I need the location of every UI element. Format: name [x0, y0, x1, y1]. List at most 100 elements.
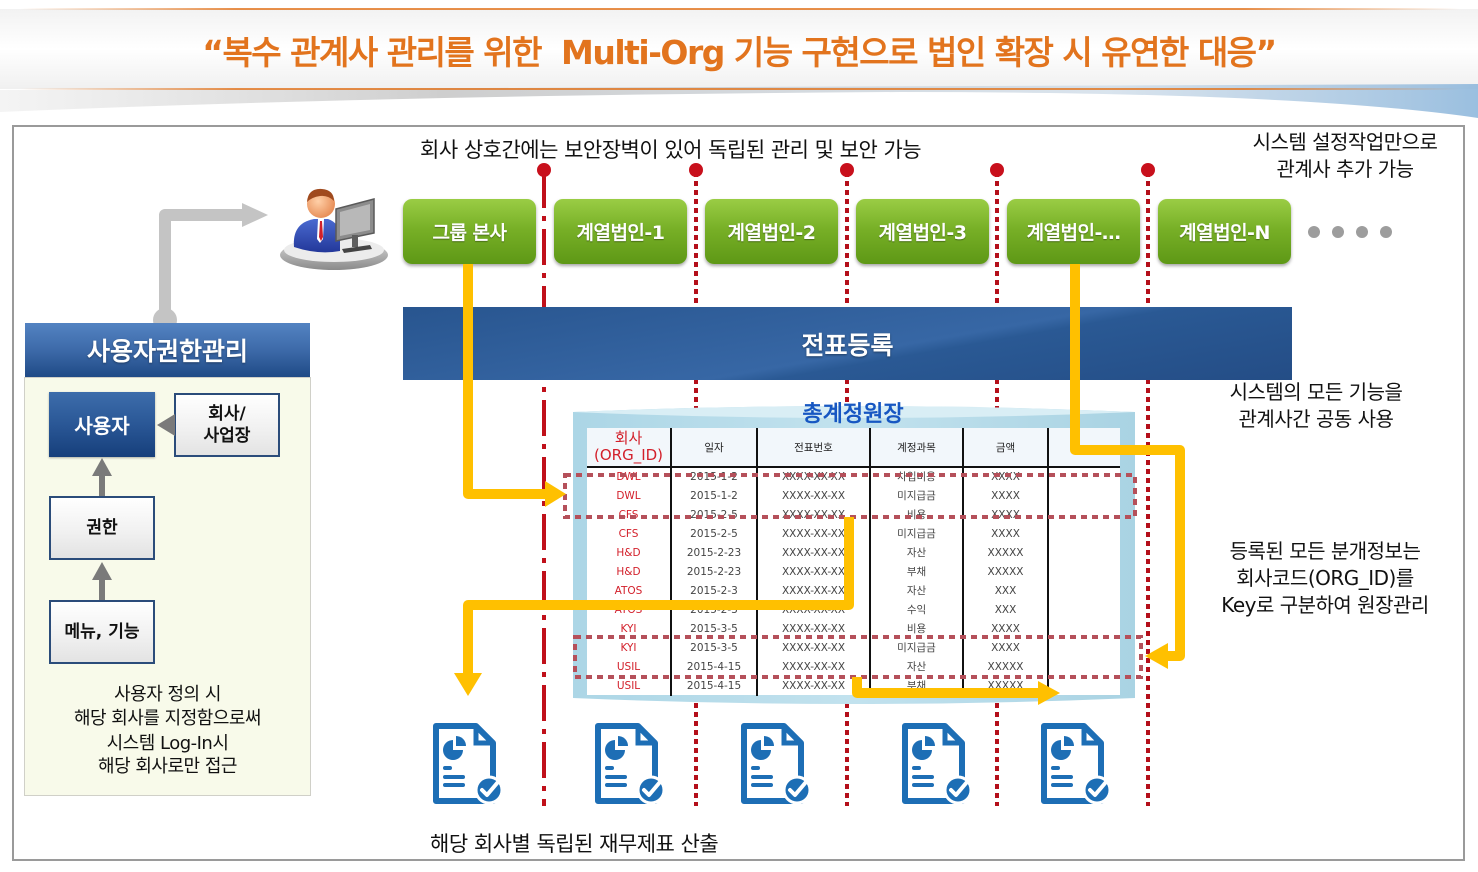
- cell-account: 부채: [870, 563, 964, 582]
- arrow-up-icon: [92, 458, 112, 496]
- security-wall-caption: 회사 상호간에는 보안장벽이 있어 독립된 관리 및 보안 가능: [420, 138, 922, 162]
- cell-empty: [1048, 563, 1120, 582]
- panel-description-line2: 해당 회사를 지정함으로써: [73, 708, 262, 729]
- cell-company: CFS: [587, 506, 672, 525]
- cell-company: KYI: [587, 620, 672, 639]
- cell-amount: XXXXX: [963, 563, 1049, 582]
- arrow-left-icon: [157, 414, 175, 436]
- add-affiliate-caption-line2: 관계사 추가 가능: [1276, 157, 1414, 181]
- cell-company: ATOS: [587, 601, 672, 620]
- company-box-affiliate-1[interactable]: 계열법인-1: [554, 199, 687, 264]
- column-header-account[interactable]: 계정과목: [870, 428, 964, 468]
- shared-functions-caption-line2: 관계사간 공동 사용: [1238, 407, 1394, 431]
- user-at-computer-icon: [280, 188, 388, 270]
- cell-amount: XXX: [963, 582, 1049, 601]
- cell-amount: XXXX: [963, 525, 1049, 544]
- voucher-registration-bar[interactable]: 전표등록: [403, 307, 1292, 380]
- cell-voucher-no: XXXX-XX-XX: [757, 620, 871, 639]
- cell-date: 2015-3-5: [671, 620, 758, 639]
- company-box-affiliate-3[interactable]: 계열법인-3: [856, 199, 989, 264]
- column-header-company[interactable]: 회사 (ORG_ID): [587, 428, 672, 468]
- cell-empty: [1048, 487, 1120, 506]
- company-box-affiliate-etc[interactable]: 계열법인-…: [1007, 199, 1140, 264]
- cell-voucher-no: XXXX-XX-XX: [757, 658, 871, 677]
- panel-description-line3: 시스템 Log-In시: [106, 733, 229, 754]
- cell-company: USIL: [587, 677, 672, 696]
- column-header-date[interactable]: 일자: [671, 428, 758, 468]
- cell-date: 2015-1-2: [671, 487, 758, 506]
- title-banner: [0, 8, 1478, 118]
- general-ledger-title: 총계정원장: [802, 402, 904, 427]
- cell-voucher-no: XXXX-XX-XX: [757, 487, 871, 506]
- cell-company: ATOS: [587, 582, 672, 601]
- cell-amount: XXXX: [963, 620, 1049, 639]
- cell-account: 수익: [870, 601, 964, 620]
- cell-company: CFS: [587, 525, 672, 544]
- cell-voucher-no: XXXX-XX-XX: [757, 563, 871, 582]
- cell-voucher-no: XXXX-XX-XX: [757, 639, 871, 658]
- financial-statement-icon: [739, 722, 815, 806]
- cell-account: 비용: [870, 620, 964, 639]
- org-key-caption: 등록된 모든 분개정보는 회사코드(ORG_ID)를 Key로 구분하여 원장관…: [1195, 538, 1455, 619]
- financial-statements-caption: 해당 회사별 독립된 재무제표 산출: [430, 832, 719, 856]
- financial-statement-icon: [1039, 722, 1115, 806]
- menu-function-box[interactable]: 메뉴, 기능: [49, 600, 155, 664]
- cell-account: 차입비용: [870, 467, 964, 487]
- column-header-amount[interactable]: 금액: [963, 428, 1049, 468]
- org-key-caption-line3: Key로 구분하여 원장관리: [1221, 593, 1429, 617]
- financial-statement-icon: [900, 722, 976, 806]
- column-header-company-line2: (ORG_ID): [593, 446, 664, 464]
- company-box-group-hq[interactable]: 그룹 본사: [403, 199, 536, 264]
- column-header-voucher-no[interactable]: 전표번호: [757, 428, 871, 468]
- panel-description-line4: 해당 회사로만 접근: [98, 756, 237, 777]
- cell-amount: XXXX: [963, 467, 1049, 487]
- cell-date: 2015-2-3: [671, 582, 758, 601]
- company-box-affiliate-2[interactable]: 계열법인-2: [705, 199, 838, 264]
- company-box-affiliate-n[interactable]: 계열법인-N: [1158, 199, 1291, 264]
- panel-description-line1: 사용자 정의 시: [114, 684, 221, 705]
- user-box[interactable]: 사용자: [49, 392, 155, 457]
- menu-function-label: 메뉴, 기능: [64, 622, 140, 642]
- cell-amount: XXXXX: [963, 677, 1049, 696]
- cell-empty: [1048, 525, 1120, 544]
- diagram-frame: [12, 125, 1465, 861]
- add-affiliate-caption: 시스템 설정작업만으로 관계사 추가 가능: [1215, 129, 1475, 183]
- cell-account: 자산: [870, 582, 964, 601]
- cell-empty: [1048, 677, 1120, 696]
- cell-voucher-no: XXXX-XX-XX: [757, 525, 871, 544]
- cell-voucher-no: XXXX-XX-XX: [757, 582, 871, 601]
- cell-empty: [1048, 658, 1120, 677]
- company-site-line2: 사업장: [203, 426, 251, 446]
- add-affiliate-caption-line1: 시스템 설정작업만으로: [1252, 130, 1438, 154]
- cell-date: 2015-4-15: [671, 677, 758, 696]
- cell-date: 2015-2-23: [671, 544, 758, 563]
- cell-empty: [1048, 601, 1120, 620]
- cell-empty: [1048, 544, 1120, 563]
- cell-date: 2015-2-3: [671, 601, 758, 620]
- cell-amount: XXXXX: [963, 544, 1049, 563]
- cell-account: 자산: [870, 658, 964, 677]
- cell-company: H&D: [587, 544, 672, 563]
- ellipsis-dots-icon: [1308, 226, 1392, 238]
- cell-voucher-no: XXXX-XX-XX: [757, 467, 871, 487]
- cell-empty: [1048, 639, 1120, 658]
- company-site-line1: 회사/: [208, 404, 246, 424]
- cell-account: 미지급금: [870, 487, 964, 506]
- permission-box[interactable]: 권한: [49, 496, 155, 560]
- cell-account: 자산: [870, 544, 964, 563]
- cell-empty: [1048, 506, 1120, 525]
